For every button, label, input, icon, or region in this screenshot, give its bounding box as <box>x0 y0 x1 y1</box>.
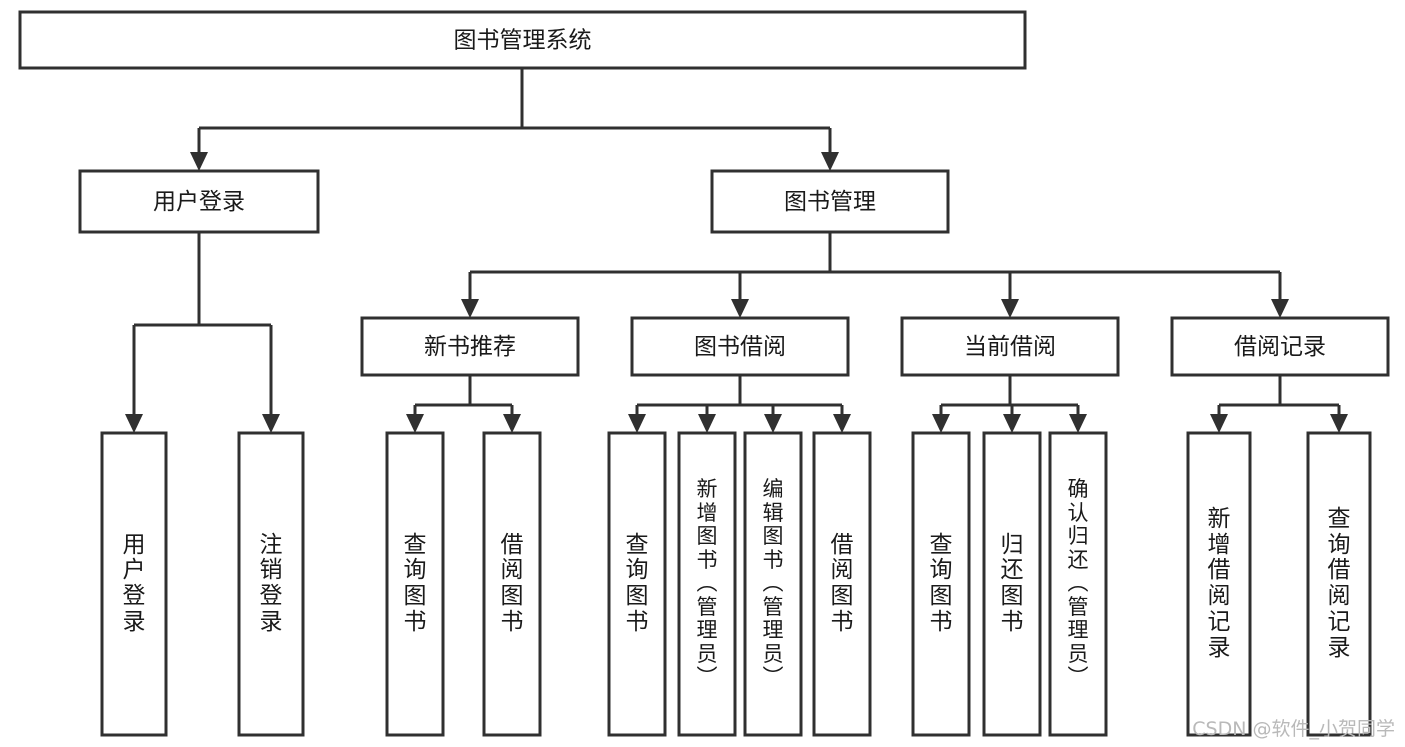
node-box-leaf-10[interactable] <box>1048 431 1108 737</box>
leaf-edge-11-arrowhead <box>1210 414 1228 433</box>
leaf-edge-6-arrowhead <box>764 414 782 433</box>
node-box-level3-0[interactable] <box>360 316 580 377</box>
level3-edge-0-arrowhead <box>461 299 479 318</box>
leaf-edge-9-arrowhead <box>1003 414 1021 433</box>
level2-edge-0-arrowhead <box>190 152 208 171</box>
node-box-level2-0[interactable] <box>78 169 320 234</box>
node-label-level2-0: 用户登录 <box>153 189 245 215</box>
node-label-level3-1: 图书借阅 <box>694 334 786 360</box>
node-box-leaf-11[interactable] <box>1186 431 1252 737</box>
node-label-level3-2: 当前借阅 <box>964 334 1056 360</box>
node-box-level2-1[interactable] <box>710 169 950 234</box>
node-box-leaf-0[interactable] <box>100 431 168 737</box>
leaf-edge-1-arrowhead <box>262 414 280 433</box>
node-box-layer <box>18 10 1390 737</box>
leaf-edge-7-arrowhead <box>833 414 851 433</box>
leaf-edge-0-arrowhead <box>125 414 143 433</box>
node-box-leaf-3[interactable] <box>482 431 542 737</box>
node-box-leaf-2[interactable] <box>385 431 445 737</box>
node-box-leaf-12[interactable] <box>1306 431 1372 737</box>
node-box-level3-2[interactable] <box>900 316 1120 377</box>
node-box-leaf-1[interactable] <box>237 431 305 737</box>
level3-edge-2-arrowhead <box>1001 299 1019 318</box>
level3-edge-1-arrowhead <box>731 299 749 318</box>
node-box-level3-1[interactable] <box>630 316 850 377</box>
leaf-edge-5-arrowhead <box>698 414 716 433</box>
level2-edge-1-arrowhead <box>821 152 839 171</box>
node-box-leaf-5[interactable] <box>677 431 737 737</box>
leaf-edge-12-arrowhead <box>1330 414 1348 433</box>
node-box-leaf-9[interactable] <box>982 431 1042 737</box>
leaf-edge-2-arrowhead <box>406 414 424 433</box>
leaf-edge-3-arrowhead <box>503 414 521 433</box>
node-box-level3-3[interactable] <box>1170 316 1390 377</box>
node-box-leaf-8[interactable] <box>911 431 971 737</box>
node-label-level3-3: 借阅记录 <box>1234 334 1326 360</box>
connector-layer <box>125 68 1348 433</box>
leaf-edge-10-arrowhead <box>1069 414 1087 433</box>
node-label-level2-1: 图书管理 <box>784 189 876 215</box>
node-box-leaf-7[interactable] <box>812 431 872 737</box>
level3-edge-3-arrowhead <box>1271 299 1289 318</box>
node-box-leaf-6[interactable] <box>743 431 803 737</box>
node-label-root: 图书管理系统 <box>454 28 592 54</box>
leaf-edge-8-arrowhead <box>932 414 950 433</box>
node-box-leaf-4[interactable] <box>607 431 667 737</box>
node-box-root[interactable] <box>18 10 1027 70</box>
leaf-edge-4-arrowhead <box>628 414 646 433</box>
node-label-level3-0: 新书推荐 <box>424 334 516 360</box>
watermark-text: CSDN @软件_小贺同学 <box>1192 718 1395 740</box>
